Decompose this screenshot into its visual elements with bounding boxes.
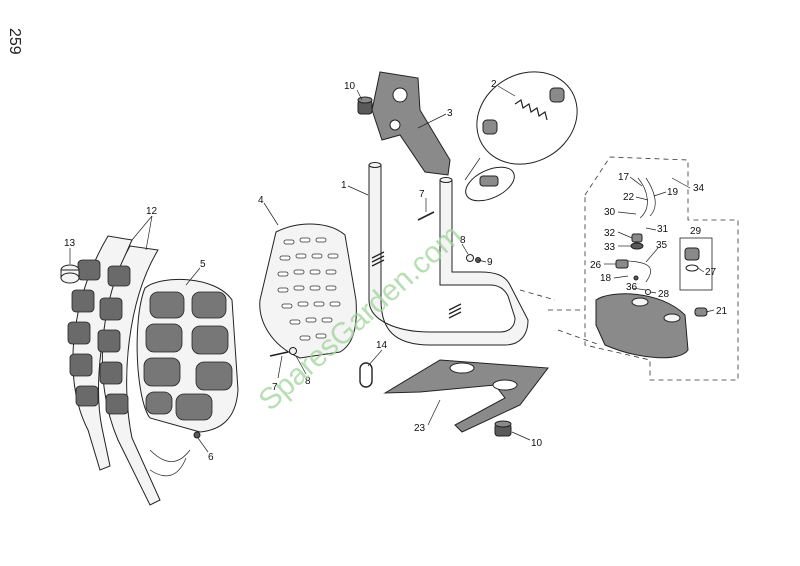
spring-assembly bbox=[464, 71, 578, 202]
callout-label: 9 bbox=[487, 257, 493, 268]
frame-tube bbox=[368, 162, 529, 346]
callout-label: 29 bbox=[690, 226, 702, 237]
callout-label: 23 bbox=[414, 423, 426, 434]
callout-label: 6 bbox=[208, 452, 214, 463]
callout-label: 3 bbox=[447, 108, 453, 119]
callout-label: 13 bbox=[64, 238, 76, 249]
base-plate bbox=[383, 359, 549, 433]
mounting-bracket bbox=[371, 71, 451, 176]
callout-label: 27 bbox=[705, 267, 717, 278]
callout-label: 19 bbox=[667, 187, 679, 198]
callout-label: 34 bbox=[693, 183, 705, 194]
callout-label: 7 bbox=[272, 382, 278, 393]
callout-label: 7 bbox=[419, 189, 425, 200]
fuel-tank-group bbox=[519, 156, 739, 381]
leader-lines bbox=[69, 85, 715, 453]
callout-label: 36 bbox=[626, 282, 638, 293]
callout-label: 21 bbox=[716, 306, 728, 317]
strap-clip bbox=[60, 264, 80, 284]
page-number: 259 bbox=[6, 28, 23, 55]
callout-label: 18 bbox=[600, 273, 612, 284]
callout-label: 1 bbox=[341, 180, 347, 191]
callout-label: 12 bbox=[146, 206, 158, 217]
screw-washer-lower bbox=[269, 347, 297, 357]
callout-label: 31 bbox=[657, 224, 669, 235]
callout-label: 17 bbox=[618, 172, 630, 183]
callout-label: 22 bbox=[623, 192, 635, 203]
callout-label: 32 bbox=[604, 228, 616, 239]
callout-labels: 1 2 3 4 5 6 7 7 8 8 9 10 10 12 13 14 17 … bbox=[64, 79, 728, 463]
loop-ring bbox=[359, 362, 373, 388]
callout-label: 10 bbox=[344, 81, 356, 92]
callout-label: 2 bbox=[491, 79, 497, 90]
callout-label: 28 bbox=[658, 289, 670, 300]
callout-label: 14 bbox=[376, 340, 388, 351]
harness-straps bbox=[67, 235, 191, 506]
grommet-bottom bbox=[494, 420, 512, 437]
callout-label: 35 bbox=[656, 240, 668, 251]
callout-label: 4 bbox=[258, 195, 264, 206]
callout-label: 10 bbox=[531, 438, 543, 449]
callout-label: 5 bbox=[200, 259, 206, 270]
callout-label: 30 bbox=[604, 207, 616, 218]
callout-label: 8 bbox=[460, 235, 466, 246]
back-plate bbox=[259, 223, 357, 359]
back-pad bbox=[136, 278, 239, 433]
callout-label: 26 bbox=[590, 260, 602, 271]
callout-label: 8 bbox=[305, 376, 311, 387]
grommet-top bbox=[357, 96, 373, 115]
strap-hook bbox=[149, 431, 201, 477]
callout-label: 33 bbox=[604, 242, 616, 253]
